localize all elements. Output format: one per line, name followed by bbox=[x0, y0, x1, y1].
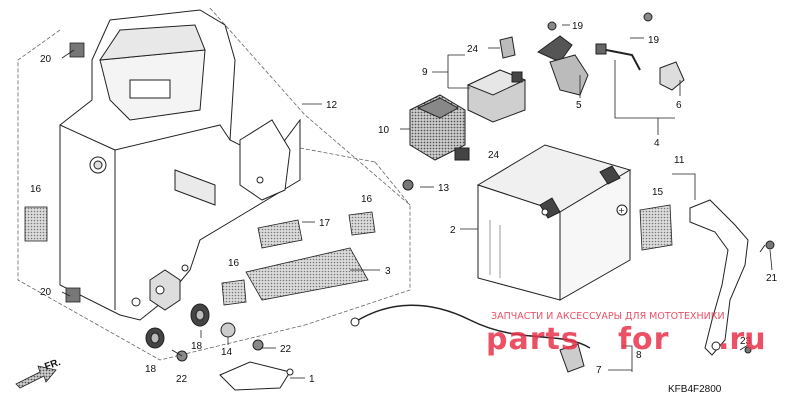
pad-15 bbox=[639, 204, 673, 251]
callout-9: 9 bbox=[422, 67, 428, 78]
callout-16-bottom: 16 bbox=[228, 258, 240, 269]
watermark-brand-left: parts bbox=[486, 322, 580, 357]
terminal-cover-5 bbox=[537, 21, 589, 96]
clip-20-bottom bbox=[65, 287, 81, 303]
callout-12: 12 bbox=[326, 100, 338, 111]
watermark-slogan: ЗАПЧАСТИ И АКСЕССУАРЫ ДЛЯ МОТОТЕХНИКИ bbox=[491, 311, 725, 322]
callout-18-left: 18 bbox=[145, 364, 157, 375]
leader-lines bbox=[61, 24, 773, 379]
terminal-cover-6 bbox=[595, 12, 685, 91]
hardware bbox=[145, 179, 775, 391]
pad-16-left bbox=[24, 206, 48, 242]
callout-11: 11 bbox=[674, 155, 685, 166]
battery-box-12 bbox=[59, 9, 301, 321]
callout-21: 21 bbox=[766, 273, 778, 284]
callout-17: 17 bbox=[319, 218, 331, 229]
svg-text:+: + bbox=[618, 206, 625, 215]
callout-6: 6 bbox=[676, 100, 682, 111]
callout-23: 23 bbox=[740, 336, 752, 347]
diagram-code: KFB4F2800 bbox=[668, 384, 722, 395]
callout-5: 5 bbox=[576, 100, 582, 111]
callout-19-right: 19 bbox=[648, 35, 660, 46]
clip-20-top bbox=[69, 42, 85, 58]
pad-16-bottom bbox=[221, 279, 247, 306]
callout-numbers: 20 12 16 20 24 9 19 19 5 6 4 10 24 13 16… bbox=[30, 21, 778, 385]
callout-2: 2 bbox=[450, 225, 456, 236]
watermark-brand-right: for bbox=[618, 322, 669, 357]
callout-19-left: 19 bbox=[572, 21, 584, 32]
callout-1: 1 bbox=[309, 374, 315, 385]
callout-16-center: 16 bbox=[361, 194, 373, 205]
battery-2: + bbox=[476, 144, 632, 301]
fuse-box-10 bbox=[409, 94, 470, 161]
callout-24-mid: 24 bbox=[488, 150, 500, 161]
callout-15: 15 bbox=[652, 187, 664, 198]
callout-3: 3 bbox=[385, 266, 391, 277]
callout-16-left: 16 bbox=[30, 184, 42, 195]
callout-22-right: 22 bbox=[280, 344, 292, 355]
callout-20-bottom: 20 bbox=[40, 287, 52, 298]
pad-3 bbox=[245, 247, 369, 301]
callout-13: 13 bbox=[438, 183, 450, 194]
starter-relay-9 bbox=[466, 36, 527, 123]
assembly-outline-left bbox=[17, 7, 411, 361]
callout-14: 14 bbox=[221, 347, 233, 358]
front-arrow: FR. bbox=[15, 357, 62, 389]
callout-10: 10 bbox=[378, 125, 390, 136]
watermark: ЗАПЧАСТИ И АКСЕССУАРЫ ДЛЯ МОТОТЕХНИКИ pa… bbox=[486, 311, 766, 357]
front-label: FR. bbox=[43, 357, 62, 373]
watermark-tld: .ru bbox=[718, 322, 766, 357]
pad-16-center bbox=[348, 211, 376, 236]
callout-7: 7 bbox=[596, 365, 602, 376]
callout-8: 8 bbox=[636, 350, 642, 361]
callout-4: 4 bbox=[654, 138, 660, 149]
callout-18-right: 18 bbox=[191, 341, 203, 352]
battery-stay-11 bbox=[689, 199, 749, 356]
callout-24-top: 24 bbox=[467, 44, 479, 55]
callout-20-top: 20 bbox=[40, 54, 52, 65]
pad-17 bbox=[257, 219, 303, 249]
battery-cable-8 bbox=[350, 304, 591, 373]
callout-22-left: 22 bbox=[176, 374, 188, 385]
